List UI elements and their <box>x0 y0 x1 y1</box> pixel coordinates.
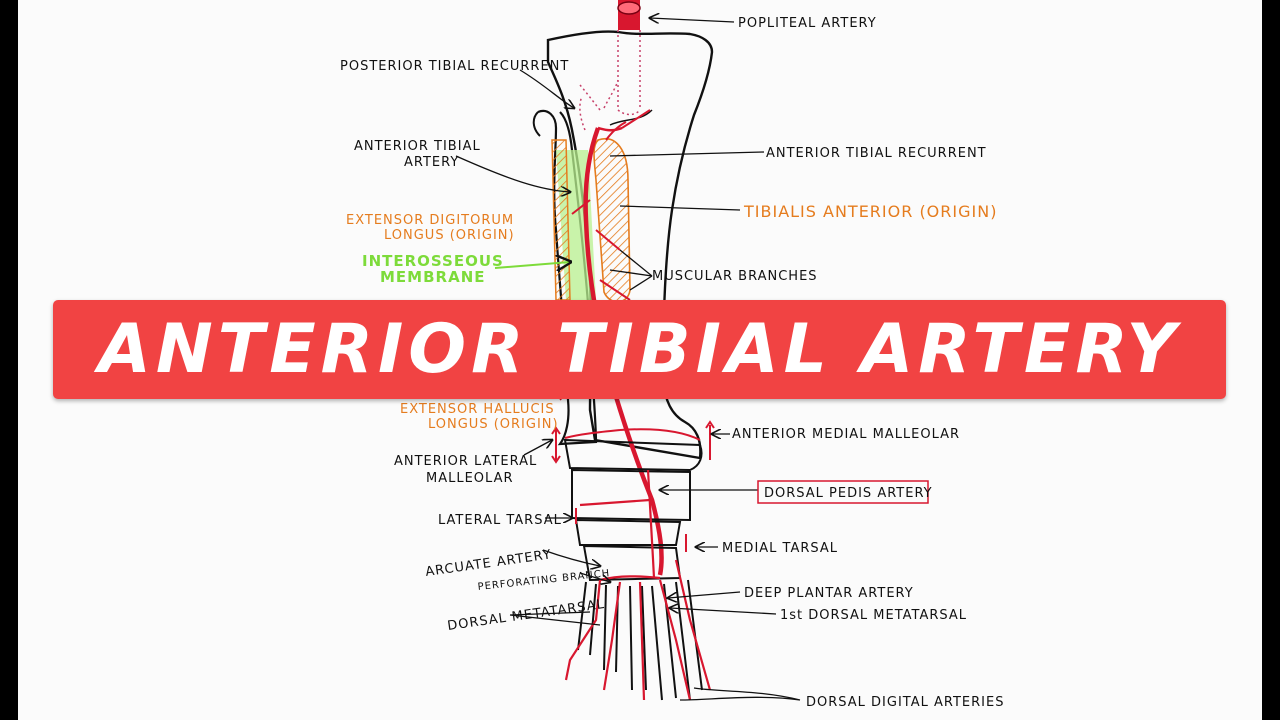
label-perforating-branch: PERFORATING BRANCH <box>477 568 611 593</box>
label-first-dorsal-metatarsal: 1st DORSAL METATARSAL <box>780 608 967 623</box>
label-tibialis-anterior: TIBIALIS ANTERIOR (ORIGIN) <box>743 202 997 221</box>
label-medial-tarsal: MEDIAL TARSAL <box>722 541 838 556</box>
extensor-digitorum-longus-origin <box>552 140 570 300</box>
label-edl-1: EXTENSOR DIGITORUM <box>346 213 514 228</box>
popliteal-artery-vessel <box>618 0 640 115</box>
label-edl-2: LONGUS (ORIGIN) <box>384 228 515 243</box>
tibialis-anterior-origin <box>594 139 630 302</box>
anterior-medial-malleolar-vessel <box>620 429 700 440</box>
label-anterior-tibial-recurrent: ANTERIOR TIBIAL RECURRENT <box>766 146 987 161</box>
label-posterior-tibial-recurrent: POSTERIOR TIBIAL RECURRENT <box>340 59 569 74</box>
label-anterior-tibial-artery-1: ANTERIOR TIBIAL <box>354 139 481 154</box>
title-text: ANTERIOR TIBIAL ARTERY <box>98 310 1180 389</box>
title-banner: ANTERIOR TIBIAL ARTERY <box>53 300 1226 399</box>
label-dorsal-digital-arteries: DORSAL DIGITAL ARTERIES <box>806 695 1004 710</box>
label-anterior-lateral-malleolar-1: ANTERIOR LATERAL <box>394 454 537 469</box>
label-ehl-1: EXTENSOR HALLUCIS <box>400 402 555 417</box>
label-anterior-tibial-artery-2: ARTERY <box>404 155 459 170</box>
label-popliteal-artery: POPLITEAL ARTERY <box>738 16 877 31</box>
label-lateral-tarsal: LATERAL TARSAL <box>438 513 562 528</box>
label-ehl-2: LONGUS (ORIGIN) <box>428 417 559 432</box>
label-anterior-lateral-malleolar-2: MALLEOLAR <box>426 471 514 486</box>
label-arcuate-artery: ARCUATE ARTERY <box>424 547 552 580</box>
label-dorsal-pedis-artery: DORSAL PEDIS ARTERY <box>764 486 933 501</box>
label-interosseous-2: MEMBRANE <box>380 268 486 286</box>
posterior-tibial-recurrent-vessel <box>580 80 618 110</box>
label-anterior-medial-malleolar: ANTERIOR MEDIAL MALLEOLAR <box>732 427 960 442</box>
label-deep-plantar-artery: DEEP PLANTAR ARTERY <box>744 586 914 601</box>
label-muscular-branches: MUSCULAR BRANCHES <box>652 269 818 284</box>
